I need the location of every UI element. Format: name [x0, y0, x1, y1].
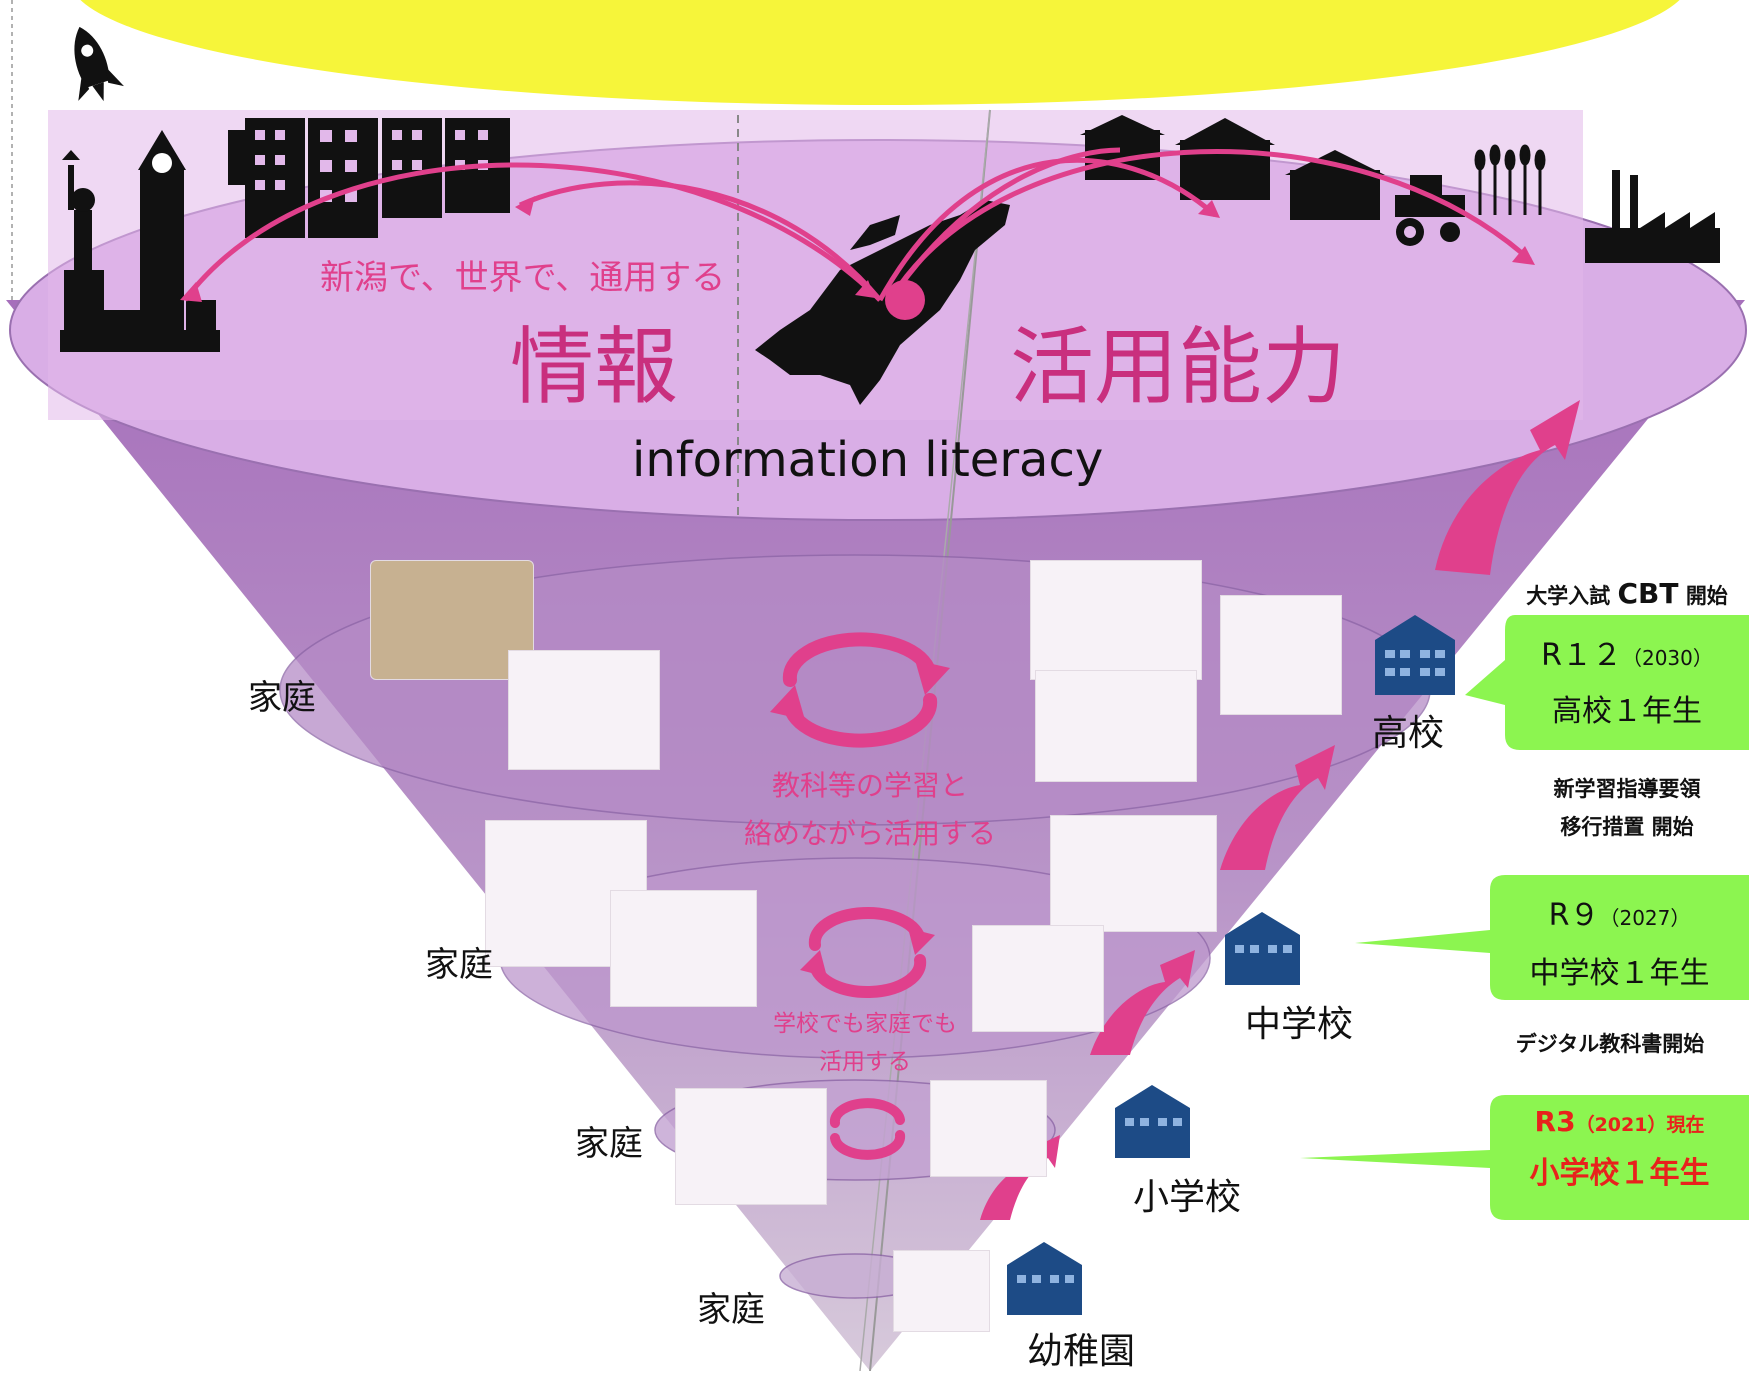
title-left: 情報 — [510, 318, 679, 416]
school-label-kinder: 幼稚園 — [1027, 1331, 1136, 1372]
city-skyline-icon — [60, 300, 220, 352]
note-cbt: CBT — [1617, 577, 1679, 610]
wheat-icon — [1474, 144, 1546, 215]
bubble-era: R９ — [1548, 898, 1600, 933]
scene-classroom-board — [1030, 560, 1202, 680]
subtitle-text: 新潟で、世界で、通用する — [320, 258, 726, 298]
timeline-bubble-2030 — [1465, 615, 1749, 750]
scene-group-desk — [972, 925, 1104, 1032]
bubble-year: （2021） — [1575, 1114, 1667, 1136]
school-building-icon — [1007, 615, 1455, 1315]
caption-line: 絡めながら活用する — [743, 817, 996, 850]
bubble-era-line: R９（2027） — [1490, 890, 1749, 934]
scene-flower-child — [893, 1250, 990, 1332]
cycle-arrowheads — [770, 660, 950, 720]
note-suffix: 開始 — [1685, 584, 1728, 608]
school-windows — [1017, 650, 1445, 1283]
home-label-kinder: 家庭 — [697, 1290, 765, 1330]
cycle-caption-top: 教科等の学習と 絡めながら活用する — [735, 762, 1005, 858]
home-label-high: 家庭 — [248, 678, 316, 718]
timeline-note-cbt: 大学入試 CBT 開始 — [1505, 577, 1749, 610]
timeline-note-digital: デジタル教科書開始 — [1490, 1028, 1730, 1058]
bubble-era-line: R１２（2030） — [1505, 630, 1749, 674]
scene-home-laptop — [610, 890, 757, 1007]
bubble-era: R１２ — [1541, 638, 1622, 673]
bubble-2021-text: R3（2021）現在 小学校１年生 — [1490, 1105, 1749, 1192]
clock-tower-icon — [138, 130, 186, 350]
english-title: information literacy — [632, 432, 1104, 488]
timeline-bubble-2027 — [1355, 875, 1749, 1000]
cycle-arrows-icon — [829, 1098, 906, 1160]
cycle-arrows-icon — [782, 632, 938, 748]
factory-icon — [1585, 170, 1720, 263]
sun-shape — [80, 0, 1680, 105]
cycle-arrowheads — [800, 928, 935, 977]
bubble-year: （2027） — [1599, 906, 1691, 930]
arrowheads — [180, 196, 1535, 302]
title-right: 活用能力 — [1010, 318, 1347, 416]
scene-home-laptop — [508, 650, 660, 770]
office-building-icon — [228, 118, 510, 238]
note-text: デジタル教科書開始 — [1515, 1032, 1705, 1056]
note-prefix: 大学入試 — [1526, 584, 1611, 608]
bubble-2027-text: R９（2027） 中学校１年生 — [1490, 890, 1749, 992]
scene-pair-desk — [1035, 670, 1197, 782]
bubble-grade: 中学校１年生 — [1529, 956, 1710, 991]
home-label-middle: 家庭 — [425, 945, 493, 985]
bubble-2030-text: R１２（2030） 高校１年生 — [1505, 630, 1749, 730]
note-line: 新学習指導要領 — [1553, 777, 1701, 801]
note-line: 移行措置 開始 — [1560, 815, 1694, 839]
bubble-now: 現在 — [1666, 1114, 1705, 1136]
bubble-era-line: R3（2021）現在 — [1490, 1105, 1749, 1138]
rocket-icon — [74, 26, 124, 102]
timeline-note-guideline: 新学習指導要領 移行措置 開始 — [1505, 770, 1749, 846]
bubble-grade: 小学校１年生 — [1529, 1156, 1710, 1191]
caption-line: 活用する — [819, 1049, 911, 1075]
scene-classroom-board — [1050, 815, 1217, 932]
school-label-high: 高校 — [1372, 713, 1445, 754]
connection-arrows — [183, 147, 1532, 302]
scene-pair-desk — [930, 1080, 1047, 1177]
bubble-era: R3 — [1534, 1105, 1576, 1138]
timeline-bubble-2021 — [1300, 1095, 1749, 1220]
caption-line: 学校でも家庭でも — [773, 1011, 957, 1037]
scene-group-desk — [1220, 595, 1342, 715]
school-label-middle: 中学校 — [1245, 1004, 1354, 1045]
cycle-arrows-icon — [808, 907, 927, 998]
scene-shop-photo — [370, 560, 534, 680]
caption-line: 教科等の学習と — [771, 769, 968, 802]
school-label-elementary: 小学校 — [1133, 1177, 1242, 1218]
home-label-elementary: 家庭 — [575, 1124, 643, 1164]
cycle-caption-mid: 学校でも家庭でも 活用する — [755, 1005, 975, 1081]
bubble-year: （2030） — [1621, 646, 1713, 670]
scene-home-laptop — [675, 1088, 827, 1205]
bubble-grade: 高校１年生 — [1552, 694, 1702, 729]
